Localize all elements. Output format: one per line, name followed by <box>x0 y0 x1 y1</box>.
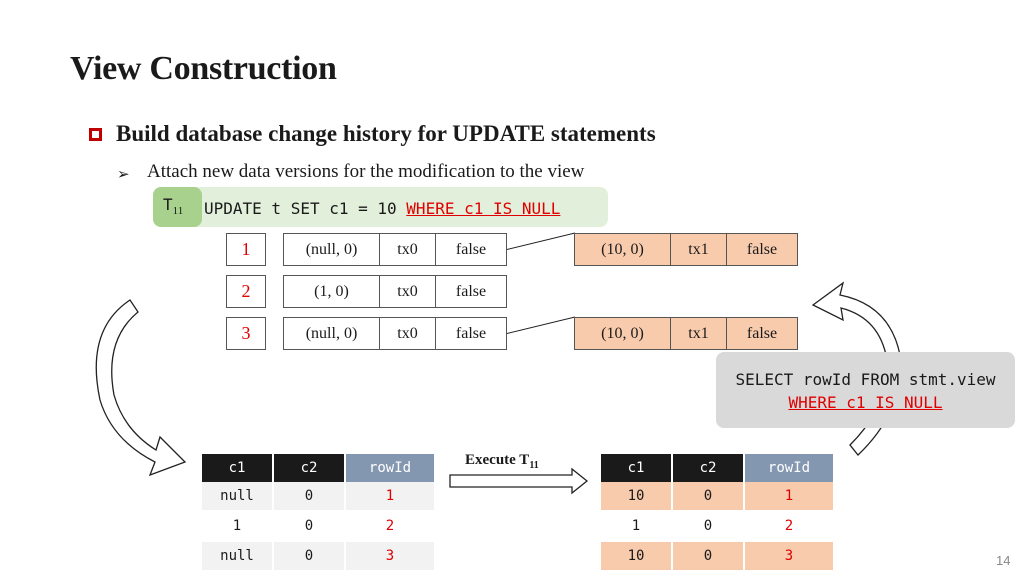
execute-arrow <box>449 467 589 495</box>
table-row: null 0 1 <box>202 482 436 512</box>
select-query-line-2: WHERE c1 IS NULL <box>788 393 943 412</box>
row-deleted: false <box>435 275 507 308</box>
version-row-3: 3 (null, 0) tx0 false <box>226 317 507 350</box>
row-value: (null, 0) <box>283 317 380 350</box>
table-cell: 0 <box>672 482 745 512</box>
bullet-heading: Build database change history for UPDATE… <box>116 121 656 146</box>
sub-bullet-text: Attach new data versions for the modific… <box>147 161 585 182</box>
table-cell: 1 <box>601 511 673 542</box>
table-cell: 2 <box>744 511 835 542</box>
new-row-value: (10, 0) <box>574 233 671 266</box>
table-row: 1 0 2 <box>601 511 835 542</box>
update-statement: UPDATE t SET c1 = 10 WHERE c1 IS NULL <box>204 199 561 218</box>
table-cell: 0 <box>273 541 346 572</box>
new-row-tx: tx1 <box>670 233 727 266</box>
column-header: c1 <box>202 454 274 482</box>
row-deleted: false <box>435 317 507 350</box>
new-row-tx: tx1 <box>670 317 727 350</box>
table-cell: 3 <box>345 541 436 572</box>
table-cell: 0 <box>273 482 346 512</box>
page-title: View Construction <box>70 50 337 87</box>
table-row: 10 0 1 <box>601 482 835 512</box>
table-header: c1 c2 rowId <box>202 454 436 482</box>
select-query-line-1: SELECT rowId FROM stmt.view <box>735 370 996 389</box>
row-tx: tx0 <box>379 275 436 308</box>
table-row: null 0 3 <box>202 541 436 572</box>
select-query-box <box>716 352 1015 428</box>
row-tx: tx0 <box>379 317 436 350</box>
column-header: c1 <box>601 454 673 482</box>
left-curved-arrow <box>95 299 187 477</box>
row-value: (1, 0) <box>283 275 380 308</box>
row-tx: tx0 <box>379 233 436 266</box>
column-header: c2 <box>273 454 346 482</box>
table-cell: 3 <box>744 541 835 572</box>
transaction-pill <box>153 187 202 227</box>
table-cell: 1 <box>202 511 274 542</box>
result-table-before: c1 c2 rowId null 0 1 1 0 2 null 0 3 <box>202 454 436 572</box>
table-cell: null <box>202 482 274 512</box>
where-clause: WHERE c1 IS NULL <box>406 199 561 218</box>
column-header: rowId <box>345 454 436 482</box>
table-cell: 0 <box>672 511 745 542</box>
table-cell: 2 <box>345 511 436 542</box>
table-cell: null <box>202 541 274 572</box>
version-row-2: 2 (1, 0) tx0 false <box>226 275 507 308</box>
table-cell: 0 <box>273 511 346 542</box>
row-deleted: false <box>435 233 507 266</box>
new-version-row-1: (10, 0) tx1 false <box>574 233 798 266</box>
row-id: 3 <box>226 317 266 350</box>
table-cell: 10 <box>601 541 673 572</box>
result-table-after: c1 c2 rowId 10 0 1 1 0 2 10 0 3 <box>601 454 835 572</box>
execute-label: Execute T11 <box>465 452 539 471</box>
table-row: 10 0 3 <box>601 541 835 572</box>
new-row-value: (10, 0) <box>574 317 671 350</box>
table-cell: 1 <box>744 482 835 512</box>
sub-bullet-arrow-icon: ➢ <box>117 165 130 183</box>
new-row-deleted: false <box>726 317 798 350</box>
page-number: 14 <box>996 553 1011 568</box>
table-cell: 10 <box>601 482 673 512</box>
table-row: 1 0 2 <box>202 511 436 542</box>
statement-bar <box>153 187 608 227</box>
new-version-row-3: (10, 0) tx1 false <box>574 317 798 350</box>
row-id: 1 <box>226 233 266 266</box>
table-cell: 0 <box>672 541 745 572</box>
table-cell: 1 <box>345 482 436 512</box>
version-row-1: 1 (null, 0) tx0 false <box>226 233 507 266</box>
bullet-square-icon <box>89 128 102 141</box>
table-header: c1 c2 rowId <box>601 454 835 482</box>
transaction-label: T11 <box>163 195 184 218</box>
new-row-deleted: false <box>726 233 798 266</box>
column-header: c2 <box>672 454 745 482</box>
version-link-3 <box>504 316 576 335</box>
row-value: (null, 0) <box>283 233 380 266</box>
version-link-1 <box>504 232 576 251</box>
column-header: rowId <box>744 454 835 482</box>
row-id: 2 <box>226 275 266 308</box>
